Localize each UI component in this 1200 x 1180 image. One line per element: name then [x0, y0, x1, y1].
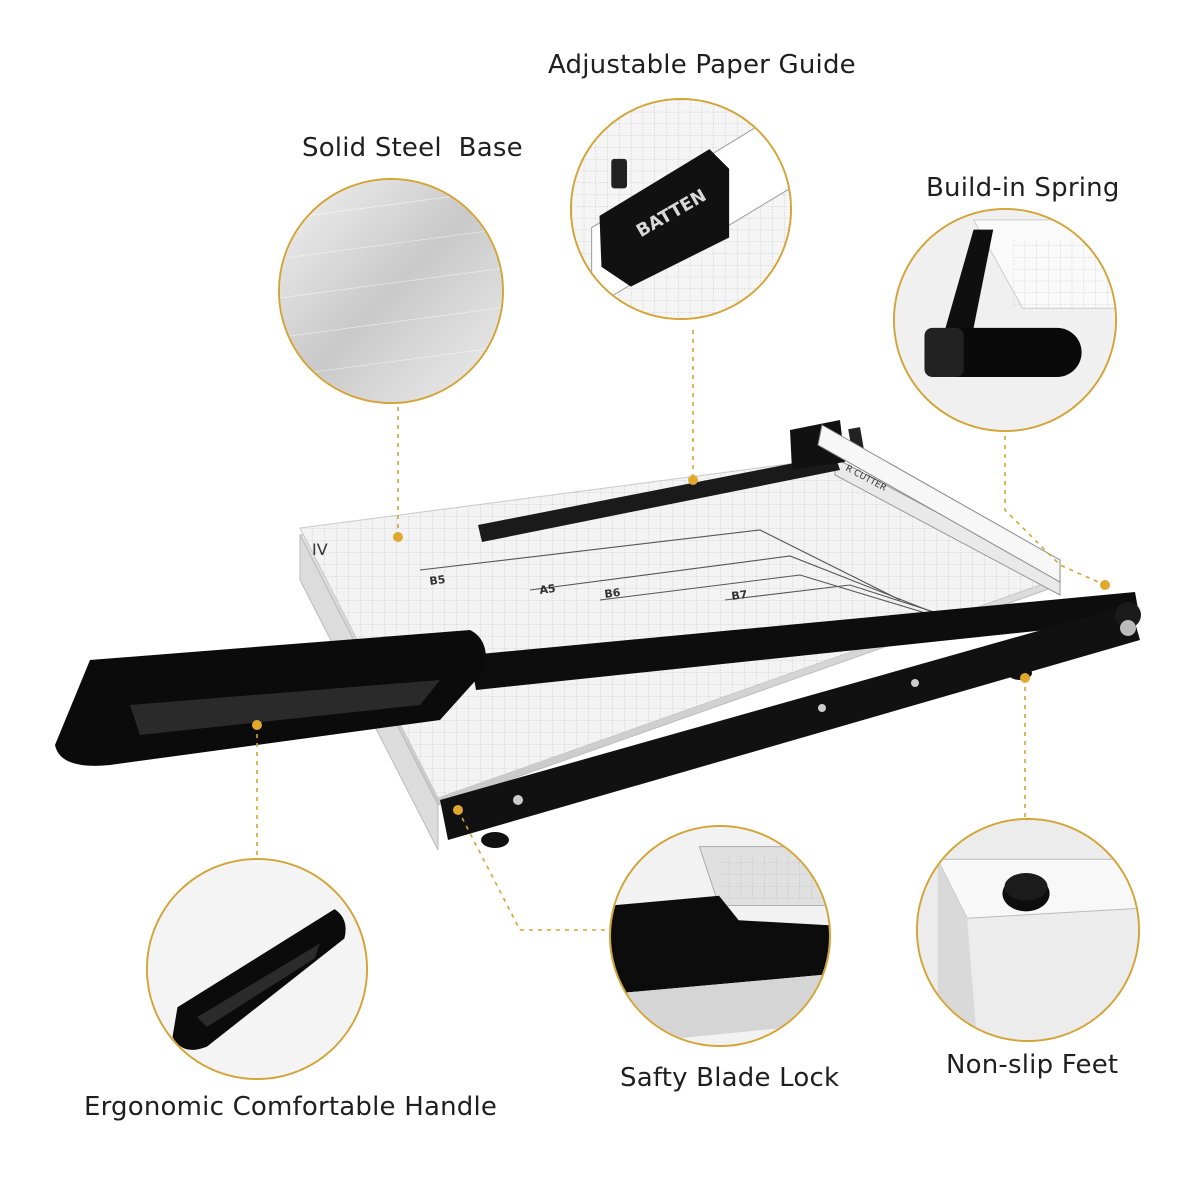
detail-paper-guide: BATTEN: [570, 98, 792, 320]
marker-dot-lock: [453, 805, 463, 815]
size-mark-b5: B5: [429, 573, 447, 588]
paper-guide-bar: [478, 420, 1061, 583]
blade-arm: [440, 592, 1141, 840]
marker-dot-feet: [1020, 673, 1030, 683]
label-spring: Build-in Spring: [926, 173, 1120, 203]
marker-dot-guide: [688, 475, 698, 485]
label-blade-lock: Safty Blade Lock: [620, 1063, 840, 1093]
marker-dot-spring: [1100, 580, 1110, 590]
label-paper-guide: Adjustable Paper Guide: [548, 50, 856, 80]
foot-front: [481, 832, 509, 848]
handle: [55, 630, 486, 766]
size-mark-b6: B6: [604, 586, 622, 601]
label-feet: Non-slip Feet: [946, 1050, 1119, 1080]
marker-dot-base: [393, 532, 403, 542]
detail-steel-base: [278, 178, 504, 404]
marker-dot-handle: [252, 720, 262, 730]
detail-handle: [146, 858, 368, 1080]
detail-feet: [916, 818, 1140, 1042]
size-mark-iv: IV: [312, 540, 328, 559]
size-mark-a5: A5: [539, 582, 557, 597]
label-handle: Ergonomic Comfortable Handle: [84, 1092, 498, 1122]
detail-spring: [893, 208, 1117, 432]
size-mark-b7: B7: [731, 588, 749, 603]
detail-blade-lock: [609, 825, 831, 1047]
label-steel-base: Solid Steel Base: [302, 133, 523, 163]
